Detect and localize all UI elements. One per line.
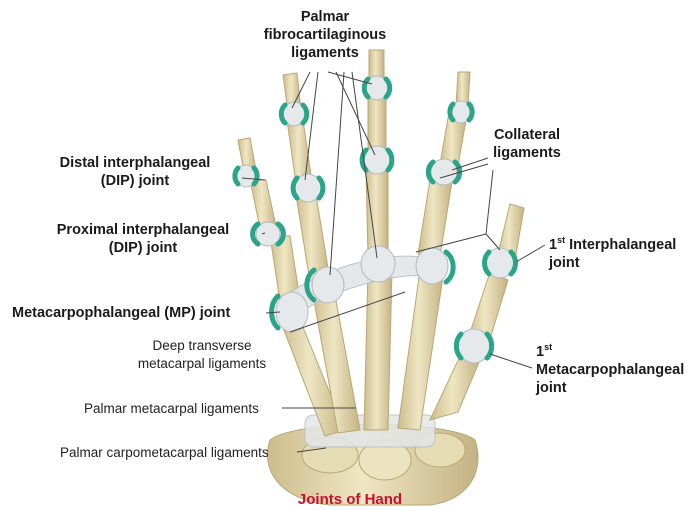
label-line: joint (549, 254, 676, 272)
label-mp-joint: Metacarpophalangeal (MP) joint (12, 304, 230, 322)
label-deep-transverse: Deep transverse metacarpal ligaments (122, 337, 282, 373)
bones-ring (364, 50, 392, 430)
label-line: Deep transverse (122, 337, 282, 355)
label-text: Interphalangeal (569, 237, 676, 253)
label-line: 1st Interphalangeal (549, 236, 676, 254)
ordinal-suffix: st (544, 342, 552, 352)
ordinal-suffix: st (557, 235, 565, 245)
label-line: (DIP) joint (38, 239, 248, 257)
label-palmar-metacarpal: Palmar metacarpal ligaments (84, 400, 259, 418)
label-line: Metacarpophalangeal (536, 361, 684, 379)
label-line: ligaments (482, 144, 572, 162)
ordinal-number: 1 (536, 344, 544, 360)
label-line: Collateral (482, 126, 572, 144)
figure-title: Joints of Hand (0, 491, 700, 508)
label-line: 1st (536, 343, 684, 361)
label-line: joint (536, 379, 684, 397)
label-line: Proximal interphalangeal (38, 221, 248, 239)
label-line: fibrocartilaginous (250, 26, 400, 44)
ordinal-number: 1 (549, 237, 557, 253)
label-palmar-fibrocartilaginous: Palmar fibrocartilaginous ligaments (250, 8, 400, 62)
label-first-metacarpophalangeal: 1st Metacarpophalangeal joint (536, 343, 684, 397)
label-line: (DIP) joint (40, 172, 230, 190)
label-line: Palmar (250, 8, 400, 26)
label-collateral-ligaments: Collateral ligaments (482, 126, 572, 162)
label-line: metacarpal ligaments (122, 355, 282, 373)
label-pip-joint: Proximal interphalangeal (DIP) joint (38, 221, 248, 257)
label-palmar-carpometacarpal: Palmar carpometacarpal ligaments (60, 444, 269, 462)
label-line: Distal interphalangeal (40, 154, 230, 172)
label-first-interphalangeal: 1st Interphalangeal joint (549, 236, 676, 272)
label-line: ligaments (250, 44, 400, 62)
label-dip-joint: Distal interphalangeal (DIP) joint (40, 154, 230, 190)
